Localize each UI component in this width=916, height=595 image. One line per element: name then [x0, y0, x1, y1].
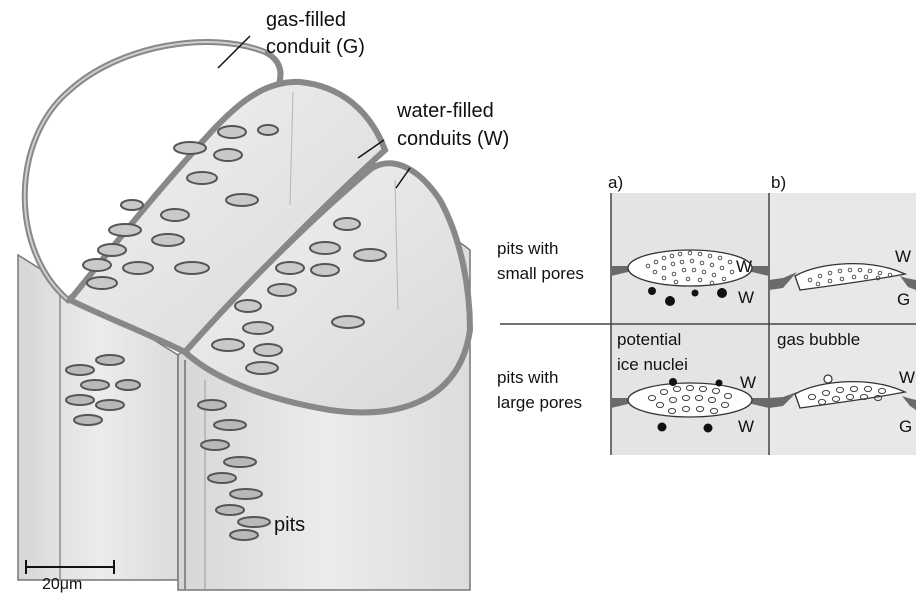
pit — [123, 262, 153, 274]
water-conduit-label-line2: conduits (W) — [397, 128, 509, 150]
w-label-a1-bottom: W — [738, 288, 754, 307]
pit — [243, 322, 273, 334]
row2-label-line1: pits with — [497, 368, 558, 387]
pit — [66, 395, 94, 405]
potential-label-line2: ice nuclei — [617, 355, 688, 374]
pit — [268, 284, 296, 296]
pit — [98, 244, 126, 256]
pit — [310, 242, 340, 254]
pit — [66, 365, 94, 375]
w-label-a2-top: W — [740, 373, 756, 392]
pit — [276, 262, 304, 274]
g-label-b2: G — [899, 417, 912, 436]
pit — [175, 262, 209, 274]
pit — [116, 380, 140, 390]
panel-b-label: b) — [771, 173, 786, 192]
row2-label-line2: large pores — [497, 393, 582, 412]
gas-bubble — [824, 375, 832, 383]
scale-bar-label: 20μm — [42, 576, 82, 593]
gas-conduit-label-line2: conduit (G) — [266, 36, 365, 58]
pit — [198, 400, 226, 410]
pit-membrane-schematic: a) b) pits with small pores pits with la… — [497, 173, 916, 455]
pit — [83, 259, 111, 271]
pit — [258, 125, 278, 135]
conduit-illustration: gas-filled conduit (G) water-filled cond… — [18, 9, 509, 593]
pit — [254, 344, 282, 356]
pit — [96, 355, 124, 365]
water-conduit-label-line1: water-filled — [396, 100, 494, 122]
pit — [334, 218, 360, 230]
pit — [238, 517, 270, 527]
gas-bubble-label: gas bubble — [777, 330, 860, 349]
panel-a-label: a) — [608, 173, 623, 192]
potential-label-line1: potential — [617, 330, 681, 349]
pit — [216, 505, 244, 515]
pit — [174, 142, 206, 154]
pit — [187, 172, 217, 184]
pit — [87, 277, 117, 289]
gas-conduit-label-line1: gas-filled — [266, 9, 346, 31]
pit — [161, 209, 189, 221]
pit — [214, 149, 242, 161]
pit — [224, 457, 256, 467]
w-label-a2-bottom: W — [738, 417, 754, 436]
pit — [218, 126, 246, 138]
pit — [246, 362, 278, 374]
pit — [96, 400, 124, 410]
pit — [230, 530, 258, 540]
pit — [152, 234, 184, 246]
w-label-b2: W — [899, 368, 915, 387]
w-label-a1-top: W — [736, 257, 752, 276]
pit — [214, 420, 246, 430]
w-label-b1: W — [895, 247, 911, 266]
pit — [354, 249, 386, 261]
pits-label: pits — [274, 514, 305, 536]
pit — [74, 415, 102, 425]
pit — [212, 339, 244, 351]
row1-label-line1: pits with — [497, 239, 558, 258]
pit — [230, 489, 262, 499]
pit — [332, 316, 364, 328]
pit — [201, 440, 229, 450]
g-label-b1: G — [897, 290, 910, 309]
pit — [208, 473, 236, 483]
pit — [121, 200, 143, 210]
pit — [311, 264, 339, 276]
pit — [235, 300, 261, 312]
row1-label-line2: small pores — [497, 264, 584, 283]
pit — [81, 380, 109, 390]
pit — [109, 224, 141, 236]
pit — [226, 194, 258, 206]
